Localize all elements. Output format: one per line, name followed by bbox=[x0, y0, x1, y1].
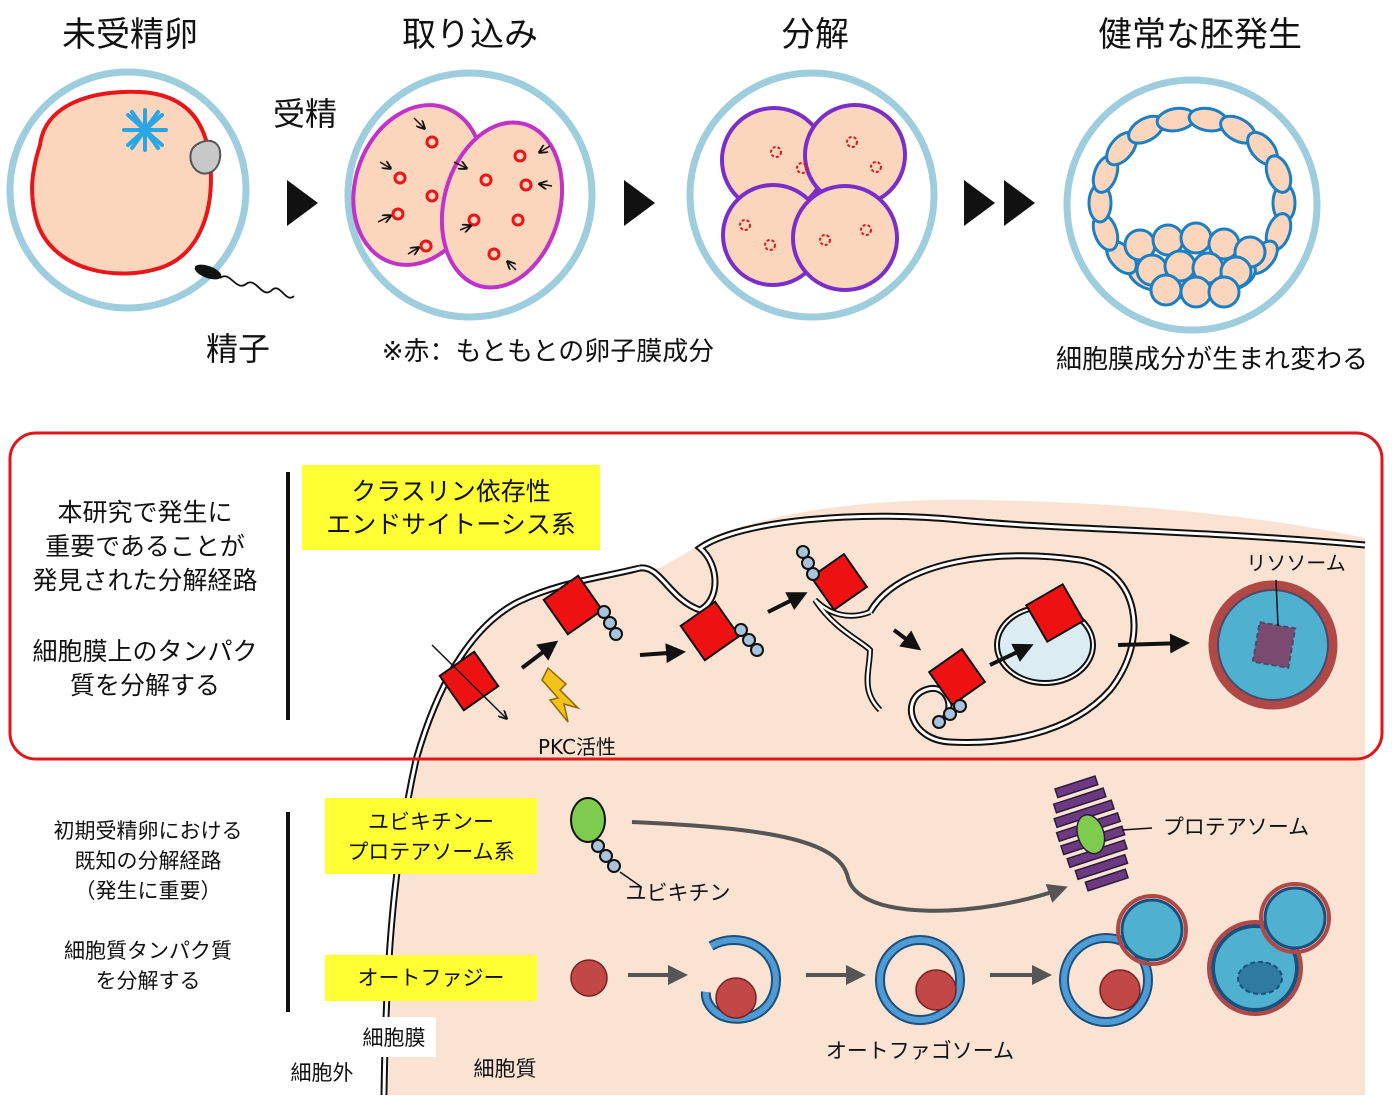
red-note: ※赤：もともとの卵子膜成分 bbox=[382, 337, 715, 367]
stage-title-degradation: 分解 bbox=[781, 15, 849, 55]
autophagy-box-label: オートファジー bbox=[358, 966, 505, 990]
cytoplasm-label: 細胞質 bbox=[474, 1057, 537, 1081]
lightning-icon bbox=[541, 666, 581, 723]
known-description-line: を分解する bbox=[96, 969, 201, 993]
blastocyst-cells bbox=[1087, 106, 1297, 309]
clathrin-label-box bbox=[302, 465, 600, 550]
autophagosome-label: オートファゴソーム bbox=[826, 1039, 1014, 1063]
known-description-line: 細胞質タンパク質 bbox=[64, 939, 232, 963]
clathrin-description: 本研究で発生に 重要であることが 発見された分解経路 細胞膜上のタンパク 質を分… bbox=[32, 498, 257, 700]
known-description-line: （発生に重要） bbox=[75, 879, 222, 903]
arrowhead-icon bbox=[624, 180, 655, 226]
ubiquitin-label: ユビキチン bbox=[626, 881, 731, 905]
trophectoderm-cell bbox=[1264, 154, 1293, 194]
stage-titles: 未受精卵 取り込み 分解 健常な胚発生 bbox=[62, 15, 1302, 55]
ubiquitin-label-box bbox=[325, 798, 537, 874]
unfertilized-egg bbox=[6, 68, 295, 312]
ubiquitin-beads bbox=[597, 545, 967, 729]
clathrin-description-line: 発見された分解経路 bbox=[32, 566, 257, 595]
proteasome-label: プロテアソーム bbox=[1163, 815, 1309, 839]
fertilization-label: 受精 bbox=[273, 95, 337, 133]
endocytosis-membranes bbox=[639, 512, 1366, 746]
membrane-label: 細胞膜 bbox=[363, 1026, 426, 1050]
known-description: 初期受精卵における 既知の分解経路 （発生に重要） 細胞質タンパク質 を分解する bbox=[54, 819, 243, 993]
double-arrowhead-icon bbox=[964, 180, 1035, 226]
clathrin-label-line: エンドサイトーシス系 bbox=[326, 510, 576, 539]
blastocyst bbox=[1063, 76, 1321, 334]
autophagy-sequence bbox=[570, 882, 1331, 1027]
cytoplasm-region bbox=[388, 499, 1365, 1095]
autophagy-label-box bbox=[325, 955, 537, 1001]
outside-label: 細胞外 bbox=[291, 1061, 354, 1085]
sperm-icon bbox=[194, 264, 295, 299]
ubiquitinated-protein bbox=[570, 797, 641, 887]
clathrin-description-line: 重要であることが bbox=[45, 532, 245, 561]
sperm-label: 精子 bbox=[206, 330, 270, 368]
clathrin-description-line: 細胞膜上のタンパク bbox=[32, 637, 257, 666]
inner-cell-mass-cell bbox=[1179, 221, 1213, 255]
stage-title-healthy-embryo: 健常な胚発生 bbox=[1098, 15, 1302, 55]
ubiquitin-box-line: ユビキチンー bbox=[368, 810, 494, 834]
pkc-label: PKC活性 bbox=[538, 735, 616, 759]
polar-body-icon bbox=[189, 139, 222, 175]
known-description-line: 初期受精卵における bbox=[54, 819, 243, 843]
inner-cell-mass-cell bbox=[1149, 273, 1183, 307]
inner-cell-mass-cell bbox=[1207, 275, 1241, 309]
inner-cell-mass-cell bbox=[1179, 275, 1213, 309]
stage-title-uptake: 取り込み bbox=[402, 15, 538, 55]
known-description-line: 既知の分解経路 bbox=[75, 849, 222, 873]
renewal-note: 細胞膜成分が生まれ変わる bbox=[1056, 345, 1368, 375]
clathrin-label-line: クラスリン依存性 bbox=[351, 477, 551, 506]
clathrin-pathway-frame bbox=[8, 431, 1384, 761]
pathway-arrows bbox=[520, 592, 1190, 670]
spindle-icon bbox=[122, 108, 168, 152]
ubiquitin-pathway-arrow bbox=[631, 820, 1068, 913]
arrowhead-icon bbox=[287, 180, 318, 226]
clathrin-description-line: 質を分解する bbox=[70, 671, 220, 700]
stage-title-unfertilized: 未受精卵 bbox=[62, 15, 198, 55]
ubiquitin-box-line: プロテアソーム系 bbox=[347, 840, 514, 864]
four-cell-embryo bbox=[686, 69, 938, 321]
two-cell-embryo bbox=[344, 69, 596, 321]
lysosome-label: リソソーム bbox=[1246, 551, 1345, 575]
lysosome bbox=[1208, 580, 1338, 710]
clathrin-description-line: 本研究で発生に bbox=[57, 498, 232, 527]
